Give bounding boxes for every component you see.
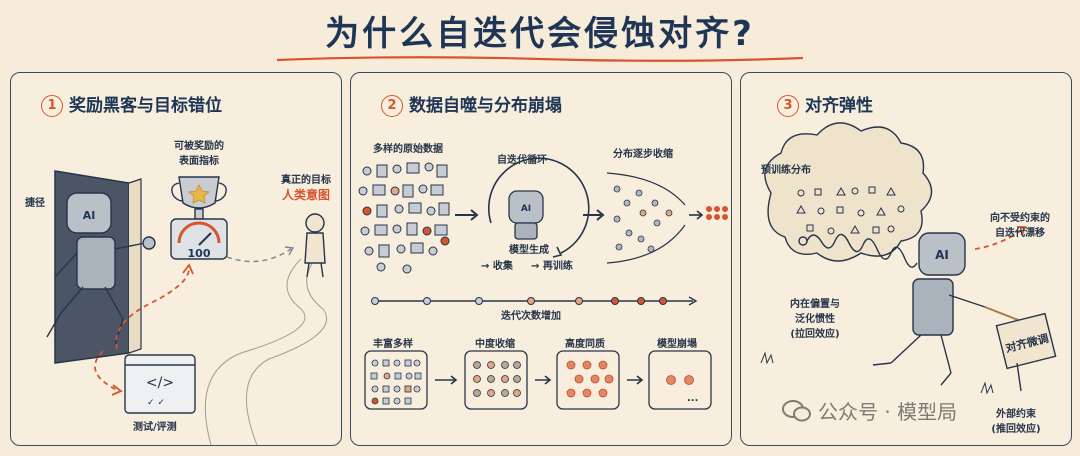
- road-path: [205, 259, 305, 445]
- diverse-data-icons: [359, 163, 449, 273]
- stage-label-2: 中度收缩: [475, 335, 515, 350]
- svg-text:</>: </>: [146, 375, 174, 391]
- stage-label-1: 丰富多样: [373, 335, 413, 350]
- robot-badge-2: AI: [521, 204, 531, 214]
- dist-shrink-label: 分布逐步收缩: [613, 145, 673, 160]
- robot-head-icon: [509, 191, 543, 239]
- drift-line-1: 向不受约束的: [981, 209, 1059, 224]
- true-goal-label: 真正的目标 人类意图: [273, 171, 339, 203]
- true-goal-line-1: 真正的目标: [273, 171, 339, 186]
- robot-badge: AI: [83, 209, 96, 222]
- stage-label-4: 模型崩塌: [657, 335, 697, 350]
- watermark-text: 公众号 · 模型局: [818, 396, 957, 425]
- external-line-1: 外部约束: [981, 405, 1051, 420]
- diverse-data-label: 多样的原始数据: [373, 140, 443, 155]
- shortcut-label: 捷径: [25, 194, 45, 209]
- model-gen-label: 模型生成: [509, 241, 549, 256]
- panel-1-illustration: AI 100: [11, 73, 341, 445]
- panel-3-illustration: AI: [741, 73, 1071, 445]
- trophy-icon: [172, 177, 226, 219]
- external-label: 外部约束 (推回效应): [981, 405, 1051, 435]
- drift-label: 向不受约束的 自迭代漂移: [981, 209, 1059, 239]
- page-title: 为什么自迭代会侵蚀对齐?: [0, 6, 1080, 55]
- bias-label: 内在偏置与 泛化惯性 (拉回效应): [777, 295, 853, 340]
- watermark: 公众号 · 模型局: [782, 396, 957, 425]
- score-value: 100: [188, 247, 211, 260]
- wechat-icon: [782, 399, 812, 423]
- svg-text:✓ ✓: ✓ ✓: [147, 398, 165, 408]
- pretrain-label: 预训练分布: [761, 161, 811, 176]
- stage-label-3: 高度同质: [565, 335, 605, 350]
- title-underline: [275, 54, 805, 64]
- metric-label: 可被奖励的 表面指标: [167, 137, 231, 167]
- iteration-label: 迭代次数增加: [501, 307, 561, 322]
- bias-line-1: 内在偏置与: [777, 295, 853, 310]
- metric-label-line-2: 表面指标: [167, 152, 231, 167]
- true-goal-line-2: 人类意图: [273, 186, 339, 203]
- sign-icon: [996, 314, 1055, 391]
- collapsed-dots: [706, 206, 728, 220]
- metric-label-line-1: 可被奖励的: [167, 137, 231, 152]
- dashed-arrow-to-goal: [227, 249, 291, 262]
- bias-line-2: 泛化惯性: [777, 310, 853, 325]
- code-window-icon: </> ✓ ✓: [125, 355, 195, 413]
- drift-line-2: 自迭代漂移: [981, 224, 1059, 239]
- person-icon: [305, 214, 325, 277]
- retrain-label: → 再训练: [531, 257, 573, 272]
- funnel-dots: [614, 186, 672, 252]
- robot-badge-3: AI: [935, 248, 949, 262]
- stage-ellipsis: ...: [687, 393, 698, 404]
- external-line-2: (推回效应): [981, 420, 1051, 435]
- bias-line-3: (拉回效应): [777, 325, 853, 340]
- collect-label: → 收集: [481, 257, 513, 272]
- test-label: 测试/评测: [133, 418, 177, 433]
- self-loop-label: 自迭代循环: [497, 151, 547, 166]
